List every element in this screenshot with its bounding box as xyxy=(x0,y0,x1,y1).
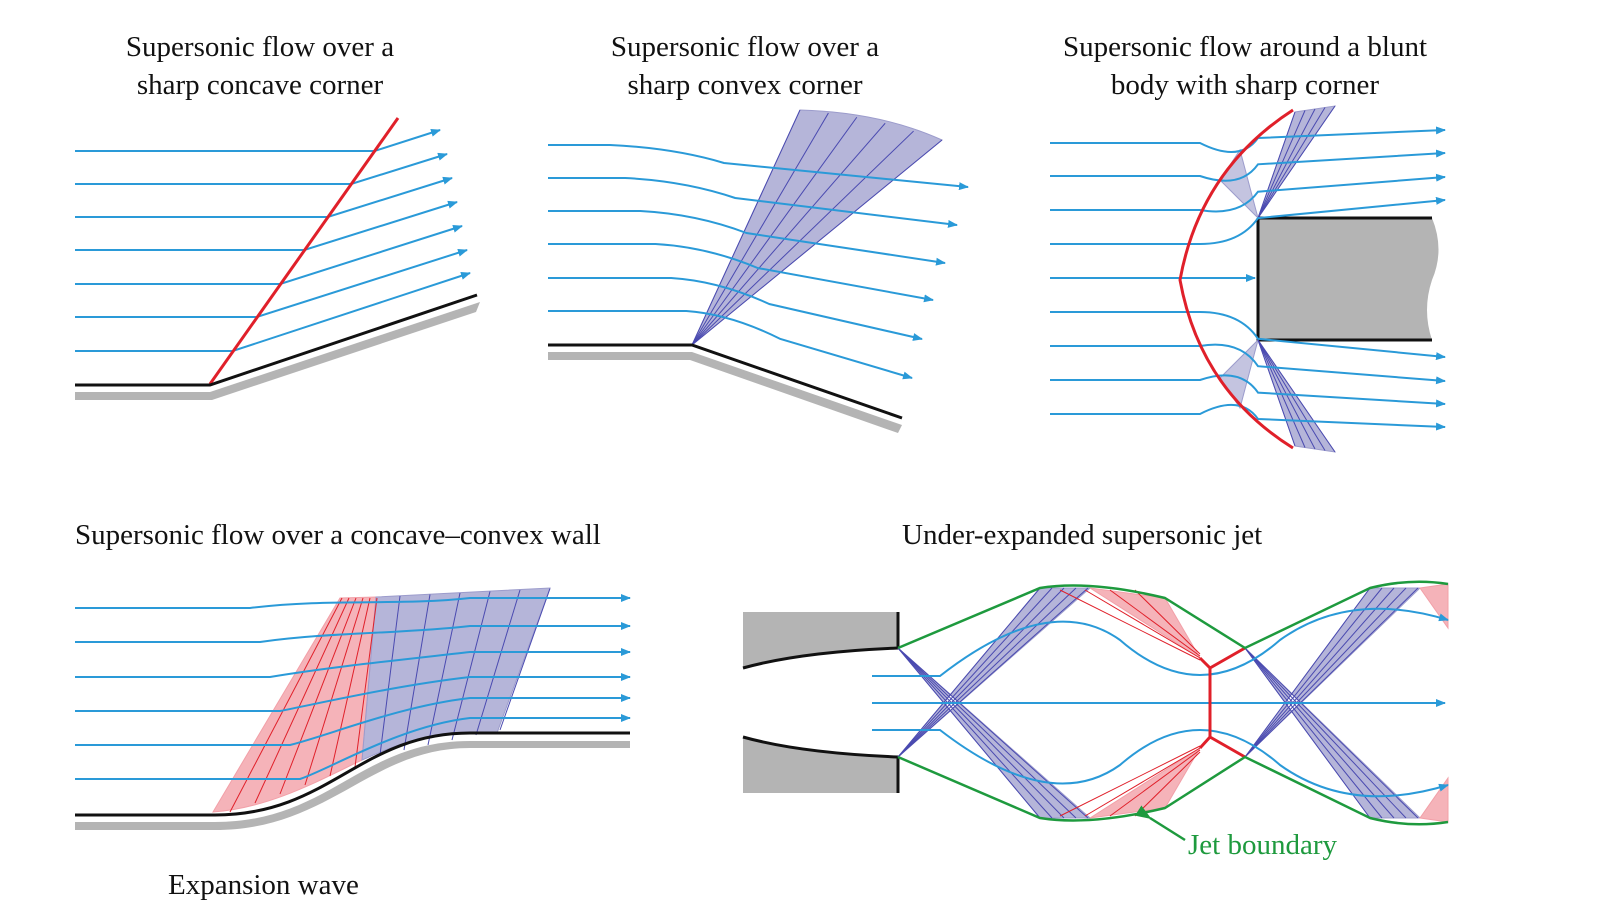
mach-wave xyxy=(427,592,461,746)
jet-boundary xyxy=(897,755,1449,826)
mach-wave xyxy=(451,591,491,741)
panel-2-title: Supersonic flow over a sharp convex corn… xyxy=(545,28,945,104)
compression-fan xyxy=(1089,587,1201,819)
panel-5-title: Under-expanded supersonic jet xyxy=(902,519,1263,551)
mach-wave xyxy=(897,587,1395,819)
compression-wave xyxy=(1134,589,1201,817)
blunt-body xyxy=(1258,218,1439,340)
expansion-fan xyxy=(691,109,943,346)
jet-boundary xyxy=(897,580,1449,650)
streamline xyxy=(548,310,913,380)
streamline xyxy=(548,177,958,228)
nozzle-top xyxy=(743,612,898,668)
mach-wave xyxy=(897,587,1383,819)
mach-wave xyxy=(691,112,829,346)
streamline xyxy=(1050,311,1446,361)
mach-wave xyxy=(691,116,858,346)
compression-wave xyxy=(229,597,343,813)
title-line: Supersonic flow around a blunt xyxy=(1062,31,1428,63)
streamline xyxy=(548,243,934,303)
compression-wave xyxy=(254,597,350,804)
expansion-wave-label: Expansion wave xyxy=(168,869,359,901)
nozzle-bottom xyxy=(743,737,898,793)
mach-wave xyxy=(379,595,401,756)
streamline xyxy=(75,694,631,746)
streamline xyxy=(1050,374,1446,408)
compression-wave xyxy=(1084,589,1201,817)
streamline xyxy=(75,200,458,251)
compression-wave xyxy=(279,597,357,795)
title-line: sharp concave corner xyxy=(136,69,384,101)
streamline xyxy=(872,607,1449,677)
streamline xyxy=(75,128,441,152)
wall xyxy=(75,293,478,387)
mach-wave xyxy=(499,588,551,731)
mach-wave xyxy=(897,587,1371,819)
streamline xyxy=(1050,403,1446,431)
title-line: Supersonic flow over a xyxy=(125,31,395,63)
title-line: Supersonic flow over a xyxy=(610,31,880,63)
mach-wave xyxy=(403,594,431,751)
streamline xyxy=(75,714,631,780)
jet-boundary-label: Jet boundary xyxy=(1188,829,1337,861)
mach-wave xyxy=(897,587,1407,819)
streamline xyxy=(872,729,1449,798)
mach-wave xyxy=(691,109,801,346)
wall-shadow xyxy=(75,741,630,830)
mach-wave xyxy=(691,130,914,346)
wall xyxy=(75,731,630,817)
compression-wave xyxy=(304,597,364,786)
panel-1-title: Supersonic flow over a sharp concave cor… xyxy=(60,28,460,104)
mach-wave xyxy=(691,139,943,346)
streamline xyxy=(75,594,631,609)
wall xyxy=(548,343,903,420)
mach-wave xyxy=(475,589,521,736)
title-line: sharp convex corner xyxy=(627,69,863,101)
streamline xyxy=(75,673,631,712)
wall-shadow xyxy=(548,352,902,433)
panel-4-title: Supersonic flow over a concave–convex wa… xyxy=(75,519,601,551)
streamline xyxy=(75,224,463,285)
jet-boundary-arrow xyxy=(1134,805,1186,842)
streamline xyxy=(548,210,946,266)
streamline xyxy=(1050,196,1446,245)
oblique-shock xyxy=(208,117,400,385)
panel-3-title: Supersonic flow around a blunt body with… xyxy=(1025,28,1465,104)
mach-wave xyxy=(897,587,1419,819)
compression-wave xyxy=(1059,589,1201,817)
compression-wave xyxy=(329,597,371,777)
nozzle-wall xyxy=(742,612,900,793)
streamline xyxy=(548,144,969,191)
streamline xyxy=(1050,149,1446,182)
compression-wave xyxy=(1109,589,1201,817)
streamline xyxy=(75,622,631,643)
bow-shock xyxy=(1178,108,1294,450)
streamline xyxy=(75,152,448,185)
mach-disk xyxy=(1198,646,1246,759)
mach-wave xyxy=(691,122,886,346)
title-line: body with sharp corner xyxy=(1110,69,1380,101)
compression-fan xyxy=(1419,583,1449,823)
compression-wave xyxy=(354,597,378,768)
streamline xyxy=(75,648,631,678)
streamline xyxy=(548,277,923,341)
